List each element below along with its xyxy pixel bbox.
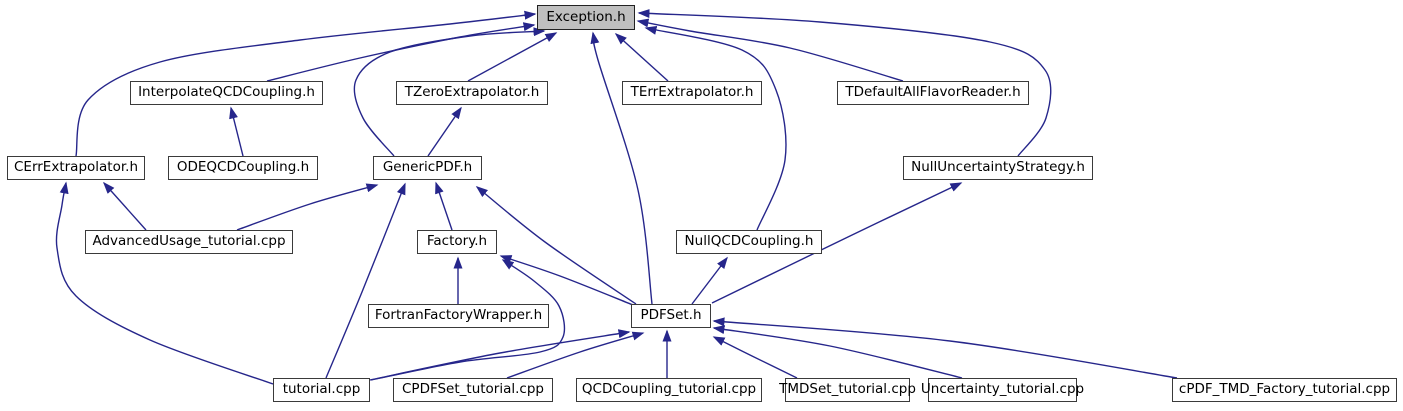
edge-nulluncertaintystrategy_h-to-exception_h — [637, 9, 1052, 157]
edge-odeqcdcoupling_h-to-interpolateqcdcoupling_h — [229, 106, 244, 157]
edge-cerrextrapolator_h-to-exception_h — [75, 10, 537, 157]
edge-advancedusage_tutorial_cpp-to-genericpdf_h — [236, 183, 379, 231]
graph-node-nullqcdcoupling_h[interactable]: NullQCDCoupling.h — [676, 230, 822, 254]
graph-node-uncertainty_tutorial_cpp[interactable]: Uncertainty_tutorial.cpp — [921, 378, 1084, 402]
graph-node-tutorial_cpp[interactable]: tutorial.cpp — [273, 378, 370, 402]
edge-pdfset_h-to-factory_h — [499, 255, 634, 306]
edge-terrextrapolator_h-to-exception_h — [614, 32, 669, 82]
edge-genericpdf_h-to-exception_h — [353, 27, 546, 157]
graph-node-cpdf_tmd_factory_tutorial_cpp[interactable]: cPDF_TMD_Factory_tutorial.cpp — [1172, 378, 1397, 402]
edge-uncertainty_tutorial_cpp-to-pdfset_h — [712, 325, 963, 379]
graph-node-nulluncertaintystrategy_h[interactable]: NullUncertaintyStrategy.h — [903, 156, 1093, 180]
edge-pdfset_h-to-exception_h — [590, 31, 653, 305]
graph-node-terrextrapolator_h[interactable]: TErrExtrapolator.h — [622, 81, 762, 105]
graph-node-advancedusage_tutorial_cpp[interactable]: AdvancedUsage_tutorial.cpp — [85, 230, 293, 254]
graph-node-factory_h[interactable]: Factory.h — [417, 230, 497, 254]
edge-tzeroextrapolator_h-to-exception_h — [467, 32, 558, 82]
graph-node-pdfset_h[interactable]: PDFSet.h — [631, 304, 711, 328]
graph-node-odeqcdcoupling_h[interactable]: ODEQCDCoupling.h — [168, 156, 318, 180]
edge-nullqcdcoupling_h-to-exception_h — [644, 25, 787, 231]
edge-pdfset_h-to-genericpdf_h — [475, 186, 637, 305]
graph-node-interpolateqcdcoupling_h[interactable]: InterpolateQCDCoupling.h — [130, 81, 323, 105]
edge-tmdset_tutorial_cpp-to-pdfset_h — [712, 336, 798, 379]
edges — [55, 9, 1178, 385]
graph-node-cpdfset_tutorial_cpp[interactable]: CPDFSet_tutorial.cpp — [393, 378, 553, 402]
edge-tdefaultallflavorreader_h-to-exception_h — [636, 18, 904, 82]
edge-tutorial_cpp-to-cerrextrapolator_h — [55, 181, 274, 385]
edge-pdfset_h-to-nulluncertaintystrategy_h — [711, 182, 963, 304]
graph-node-fortranfactorywrapper_h[interactable]: FortranFactoryWrapper.h — [368, 304, 549, 328]
graph-node-cerrextrapolator_h[interactable]: CErrExtrapolator.h — [7, 156, 145, 180]
edge-factory_h-to-genericpdf_h — [435, 181, 453, 231]
edge-pdfset_h-to-nullqcdcoupling_h — [691, 256, 728, 305]
edge-tutorial_cpp-to-pdfset_h — [369, 329, 631, 381]
graph-node-tdefaultallflavorreader_h[interactable]: TDefaultAllFlavorReader.h — [837, 81, 1029, 105]
graph-node-exception_h[interactable]: Exception.h — [537, 5, 635, 30]
edge-genericpdf_h-to-tzeroextrapolator_h — [427, 106, 462, 157]
graph-node-tmdset_tutorial_cpp[interactable]: TMDSet_tutorial.cpp — [779, 378, 916, 402]
edge-advancedusage_tutorial_cpp-to-cerrextrapolator_h — [103, 181, 147, 231]
graph-node-genericpdf_h[interactable]: GenericPDF.h — [373, 156, 482, 180]
edge-interpolateqcdcoupling_h-to-exception_h — [266, 22, 536, 82]
edge-tutorial_cpp-to-genericpdf_h — [325, 182, 406, 379]
edge-cpdf_tmd_factory_tutorial_cpp-to-pdfset_h — [712, 317, 1178, 379]
graph-node-qcdcoupling_tutorial_cpp[interactable]: QCDCoupling_tutorial.cpp — [576, 378, 762, 402]
edge-cpdfset_tutorial_cpp-to-pdfset_h — [506, 331, 645, 379]
edge-tutorial_cpp-to-factory_h — [370, 259, 566, 381]
graph-node-tzeroextrapolator_h[interactable]: TZeroExtrapolator.h — [396, 81, 548, 105]
